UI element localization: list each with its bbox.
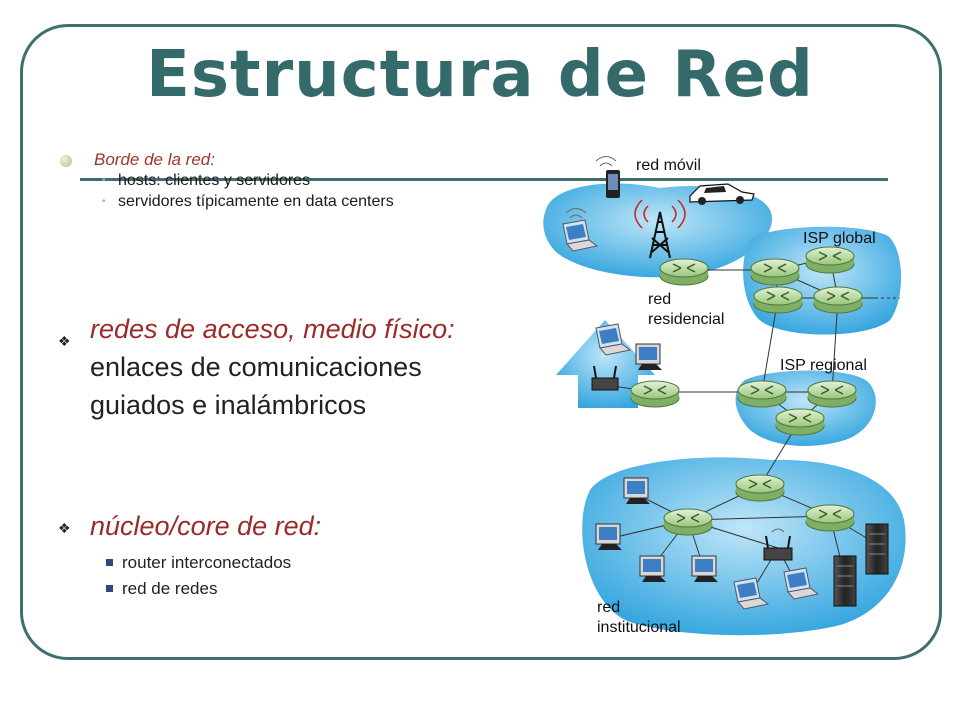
router-icon: [805, 504, 855, 532]
core-bullet: ❖ núcleo/core de red: router interconect…: [58, 508, 478, 602]
edge-item: servidores típicamente en data centers: [102, 193, 460, 211]
router-icon: [737, 380, 787, 408]
institutional-network-cloud: [582, 457, 906, 636]
slide-title: Estructura de Red: [146, 38, 814, 112]
edge-heading: Borde de la red:: [94, 150, 215, 169]
router-icon: [630, 380, 680, 408]
core-item: router interconectados: [106, 550, 478, 576]
label-residential-line1: red: [648, 291, 671, 308]
diamond-bullet-icon: ❖: [58, 333, 71, 349]
mobile-network-cloud: [543, 183, 773, 278]
label-institutional-line1: red: [597, 599, 620, 616]
edge-item: hosts: clientes y servidores: [102, 172, 460, 190]
core-item: red de redes: [106, 576, 478, 602]
access-italic: redes de acceso, medio físico:: [90, 314, 455, 344]
router-icon: [807, 380, 857, 408]
access-rest: enlaces de comunicaciones guiados e inal…: [90, 352, 422, 420]
router-icon: [659, 258, 709, 286]
edge-list: hosts: clientes y servidores servidores …: [60, 172, 460, 211]
edge-bullet: Borde de la red: hosts: clientes y servi…: [60, 150, 460, 214]
router-icon: [753, 286, 803, 314]
label-mobile-network: red móvil: [636, 157, 701, 174]
server-icon: [865, 523, 889, 575]
core-heading: núcleo/core de red:: [90, 511, 322, 541]
router-icon: [750, 258, 800, 286]
wireless-router-icon: [763, 528, 793, 561]
wireless-router-icon: [591, 365, 619, 391]
cell-tower-icon: [634, 199, 686, 259]
access-text: redes de acceso, medio físico: enlaces d…: [90, 310, 478, 424]
car-icon: [689, 183, 755, 205]
router-icon: [663, 508, 713, 536]
access-bullet: ❖ redes de acceso, medio físico: enlaces…: [58, 310, 478, 424]
slide-frame: [20, 24, 942, 660]
label-institutional-line2: institucional: [597, 619, 681, 636]
residential-house-icon: [556, 320, 655, 408]
smartphone-icon: [595, 156, 620, 198]
bullet-dot-icon: [60, 155, 72, 167]
label-residential-line2: residencial: [648, 311, 724, 328]
router-icon: [805, 246, 855, 274]
diamond-bullet-icon: ❖: [58, 520, 71, 536]
label-regional-isp: ISP regional: [780, 357, 867, 374]
server-icon: [833, 555, 857, 607]
label-global-isp: ISP global: [803, 230, 876, 247]
router-icon: [813, 286, 863, 314]
router-icon: [775, 408, 825, 436]
core-list: router interconectados red de redes: [58, 550, 478, 602]
router-icon: [735, 474, 785, 502]
title-rule: [80, 178, 888, 181]
